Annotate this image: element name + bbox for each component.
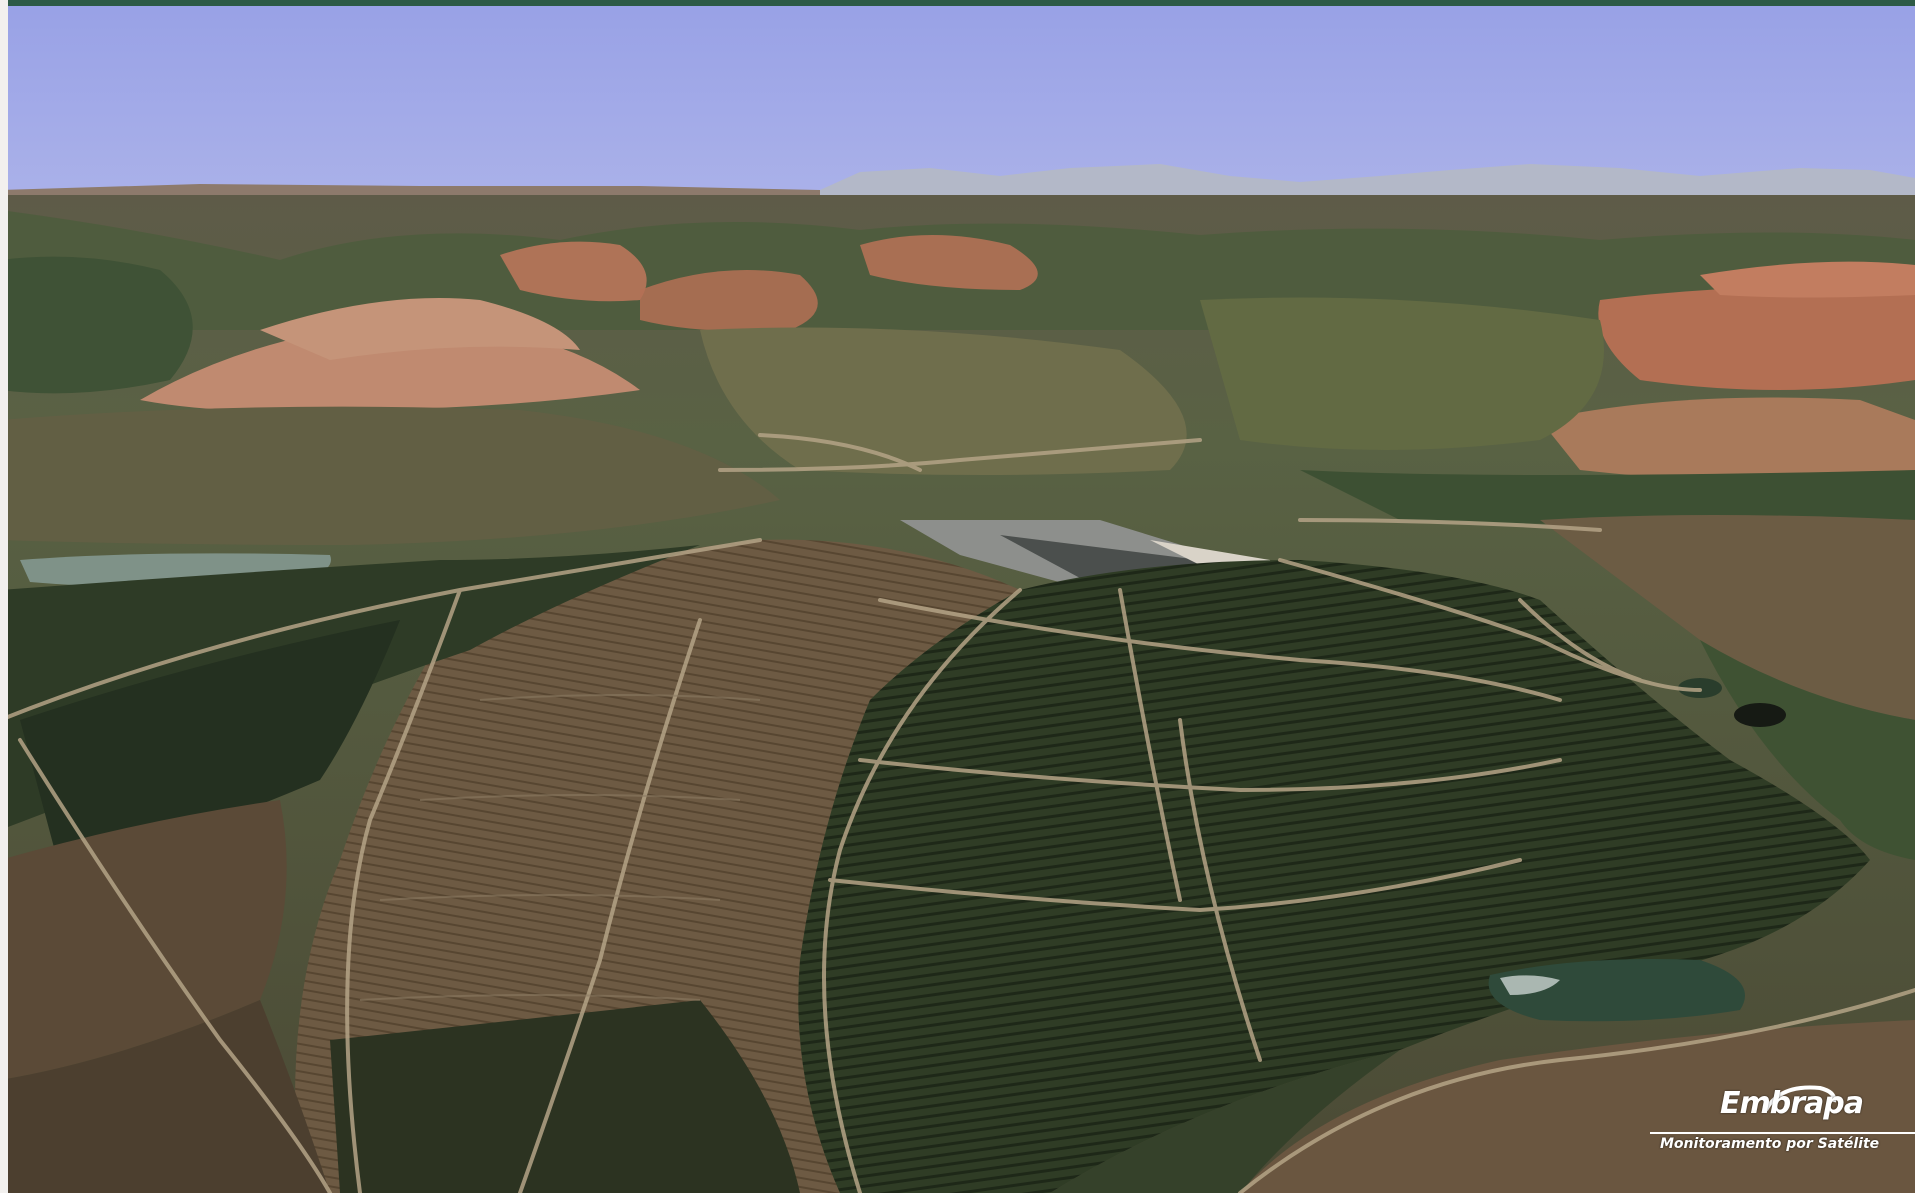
sky xyxy=(0,0,1915,195)
field-row-lines xyxy=(359,694,761,1001)
distant-mountains xyxy=(820,164,1915,200)
top-border xyxy=(0,0,1915,6)
red-soil-patch xyxy=(1598,286,1915,390)
dirt-roads xyxy=(0,433,1915,1193)
red-soil-patch xyxy=(860,235,1038,290)
pond-reflection xyxy=(1500,975,1560,995)
bare-field xyxy=(0,1000,330,1193)
bare-field xyxy=(0,800,287,1080)
watermark-divider xyxy=(1650,1132,1915,1134)
coffee-field-dark xyxy=(330,1000,800,1193)
pasture-slope xyxy=(1200,297,1604,450)
bare-field xyxy=(1240,1020,1915,1193)
left-border xyxy=(0,0,8,1193)
red-soil-patch xyxy=(500,241,647,302)
pasture-slope xyxy=(700,327,1187,475)
coffee-field-dark xyxy=(20,620,400,870)
red-soil-patch xyxy=(640,270,818,332)
watermark-tagline: Monitoramento por Satélite xyxy=(1660,1136,1880,1152)
embrapa-logo-arc-icon xyxy=(1764,1085,1837,1112)
pasture-slope xyxy=(0,406,780,545)
forest-strip xyxy=(1300,470,1915,525)
forest-strip xyxy=(1050,1050,1400,1193)
forest-patch xyxy=(1700,640,1915,860)
coffee-field-dark xyxy=(798,560,1871,1193)
bare-hill-slope xyxy=(260,298,580,360)
bare-hill-slope xyxy=(1540,397,1915,484)
red-soil-patch xyxy=(1700,261,1915,298)
watermark-brand-name: Embrapa xyxy=(1720,1086,1864,1121)
small-pond xyxy=(1734,703,1786,727)
forest-patch xyxy=(0,256,193,394)
embrapa-watermark: Embrapa Monitoramento por Satélite xyxy=(1650,1080,1915,1160)
pond xyxy=(1488,959,1745,1022)
bare-field xyxy=(1540,515,1915,720)
